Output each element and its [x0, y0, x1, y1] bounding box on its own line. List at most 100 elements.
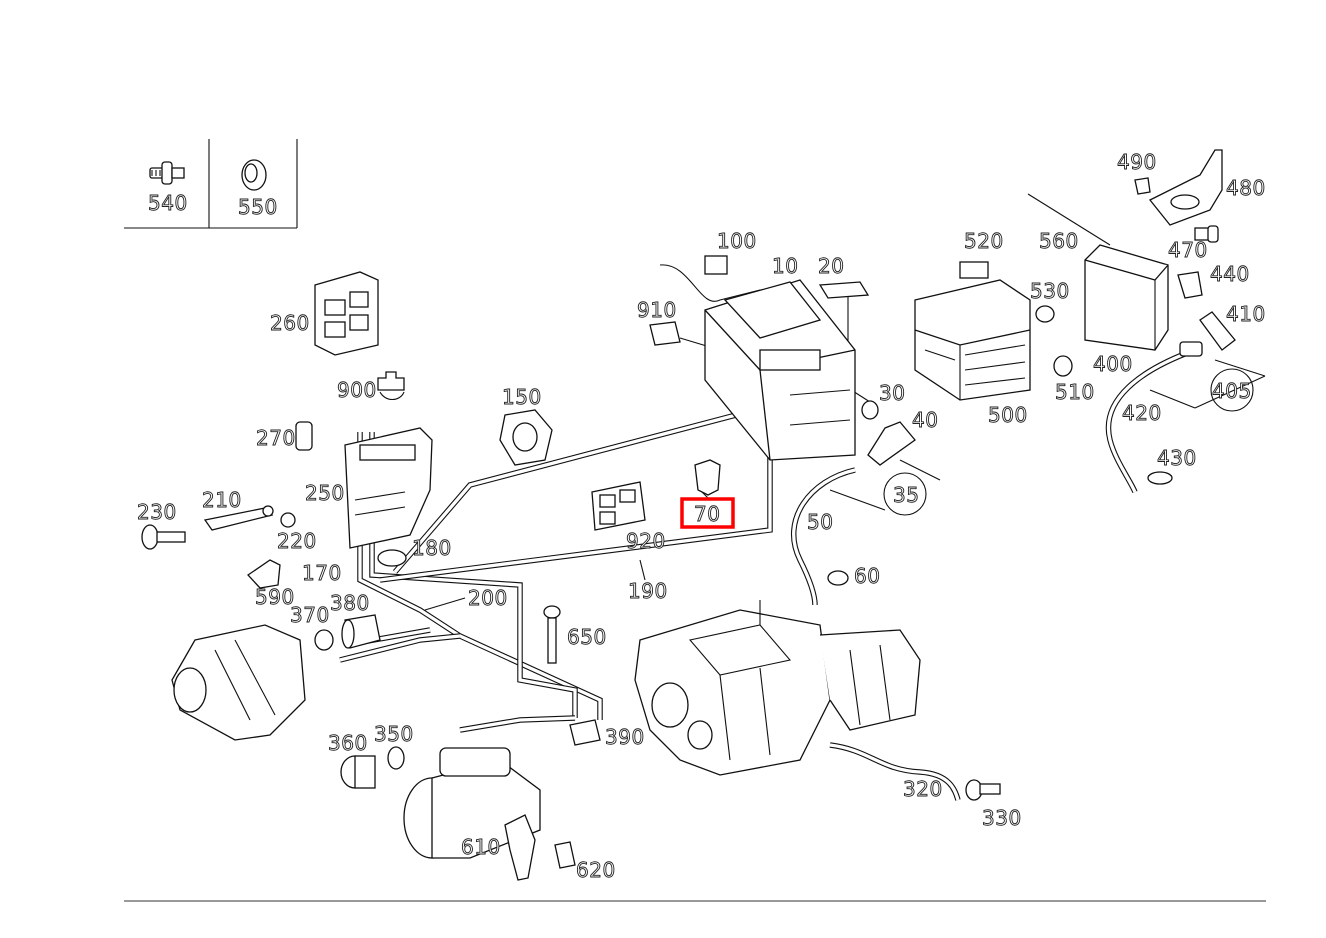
alternator-icon[interactable] — [171, 624, 306, 741]
bolt-470[interactable] — [1194, 225, 1219, 243]
battery-tray-500[interactable] — [914, 279, 1031, 401]
hose-50[interactable] — [791, 467, 856, 606]
nut-550-icon[interactable] — [241, 159, 267, 191]
label-270[interactable]: 270 — [256, 426, 296, 451]
starter-icon[interactable] — [403, 747, 541, 859]
label-610[interactable]: 610 — [461, 835, 501, 860]
label-650[interactable]: 650 — [567, 625, 607, 650]
label-550[interactable]: 550 — [238, 195, 278, 220]
label-260[interactable]: 260 — [270, 311, 310, 336]
cable-100[interactable] — [659, 255, 761, 302]
label-590[interactable]: 590 — [255, 585, 295, 610]
label-180[interactable]: 180 — [412, 536, 452, 561]
grommet-180[interactable] — [377, 549, 407, 567]
label-480[interactable]: 480 — [1226, 176, 1266, 201]
label-920[interactable]: 920 — [626, 529, 666, 554]
label-150[interactable]: 150 — [502, 385, 542, 410]
label-30[interactable]: 30 — [879, 381, 906, 406]
label-500[interactable]: 500 — [988, 403, 1028, 428]
cap-380[interactable] — [341, 614, 381, 649]
elbow-40[interactable] — [867, 421, 916, 466]
bracket-610[interactable] — [504, 814, 536, 881]
bracket-590[interactable] — [247, 559, 281, 589]
label-560[interactable]: 560 — [1039, 229, 1079, 254]
label-50[interactable]: 50 — [807, 510, 834, 535]
fuse-box-260[interactable] — [314, 271, 379, 356]
label-320[interactable]: 320 — [903, 777, 943, 802]
label-900[interactable]: 900 — [337, 378, 377, 403]
label-220[interactable]: 220 — [277, 529, 317, 554]
nut-220[interactable] — [280, 512, 296, 528]
label-490[interactable]: 490 — [1117, 150, 1157, 175]
part-labels: 540 550 260 900 270 150 250 230 210 220 … — [137, 150, 1266, 883]
label-35[interactable]: 35 — [893, 483, 920, 508]
label-20[interactable]: 20 — [818, 254, 845, 279]
label-330[interactable]: 330 — [982, 806, 1022, 831]
label-910[interactable]: 910 — [637, 298, 677, 323]
hose-420[interactable] — [1105, 347, 1196, 494]
label-380[interactable]: 380 — [330, 591, 370, 616]
label-910[interactable] — [649, 321, 681, 346]
label-210[interactable]: 210 — [202, 488, 242, 513]
bolt-650[interactable] — [543, 605, 561, 664]
bracket-920[interactable] — [591, 481, 646, 531]
label-620[interactable]: 620 — [576, 858, 616, 883]
label-360[interactable]: 360 — [328, 731, 368, 756]
label-70[interactable]: 70 — [694, 502, 721, 527]
label-230[interactable]: 230 — [137, 500, 177, 525]
wiring-harness — [339, 379, 773, 733]
label-520[interactable]: 520 — [964, 229, 1004, 254]
label-530[interactable]: 530 — [1030, 279, 1070, 304]
clip-490[interactable] — [1134, 177, 1151, 195]
engine-icon[interactable] — [634, 600, 921, 776]
battery-10[interactable] — [704, 279, 856, 461]
label-60[interactable]: 60 — [854, 564, 881, 589]
grommet-60[interactable] — [827, 570, 849, 586]
bolt-330[interactable] — [965, 779, 1001, 801]
label-10[interactable]: 10 — [772, 254, 799, 279]
cable-210[interactable] — [203, 505, 274, 531]
part-520[interactable] — [959, 261, 989, 279]
clip-620[interactable] — [554, 841, 576, 869]
label-510[interactable]: 510 — [1055, 380, 1095, 405]
module-250[interactable] — [344, 427, 433, 549]
label-400[interactable]: 400 — [1093, 352, 1133, 377]
label-250[interactable]: 250 — [305, 481, 345, 506]
callout-circle-35 — [883, 472, 927, 516]
battery-label-20[interactable] — [818, 281, 870, 299]
label-470[interactable]: 470 — [1168, 238, 1208, 263]
label-410[interactable]: 410 — [1226, 302, 1266, 327]
bracket-480[interactable] — [1148, 149, 1223, 226]
label-390[interactable]: 390 — [605, 725, 645, 750]
nut-370[interactable] — [314, 629, 334, 651]
battery-400[interactable] — [1084, 244, 1169, 351]
bolt-230[interactable] — [141, 524, 186, 550]
nut-350[interactable] — [387, 746, 405, 770]
label-190[interactable]: 190 — [628, 579, 668, 604]
label-100[interactable]: 100 — [717, 229, 757, 254]
connector-70[interactable] — [694, 459, 721, 496]
label-440[interactable]: 440 — [1210, 262, 1250, 287]
ground-cable-320[interactable] — [829, 742, 961, 801]
grommet-430[interactable] — [1147, 471, 1173, 485]
part-440[interactable] — [1177, 271, 1203, 299]
grommet-530[interactable] — [1035, 305, 1055, 323]
label-200[interactable]: 200 — [468, 586, 508, 611]
fuse-270[interactable] — [295, 421, 313, 451]
label-430[interactable]: 430 — [1157, 446, 1197, 471]
label-420[interactable]: 420 — [1122, 401, 1162, 426]
label-40[interactable]: 40 — [912, 408, 939, 433]
label-540[interactable]: 540 — [148, 191, 188, 216]
elbow-410[interactable] — [1179, 311, 1236, 357]
label-170[interactable]: 170 — [302, 561, 342, 586]
clip-390[interactable] — [569, 719, 601, 746]
nut-510[interactable] — [1053, 355, 1073, 377]
plug-30[interactable] — [861, 400, 879, 420]
cap-360[interactable] — [340, 755, 376, 789]
label-350[interactable]: 350 — [374, 722, 414, 747]
label-405[interactable]: 405 — [1212, 379, 1252, 404]
relay-150[interactable] — [499, 409, 553, 466]
part-900[interactable] — [377, 371, 405, 401]
bolt-540-icon[interactable] — [149, 161, 185, 185]
label-370[interactable]: 370 — [290, 603, 330, 628]
